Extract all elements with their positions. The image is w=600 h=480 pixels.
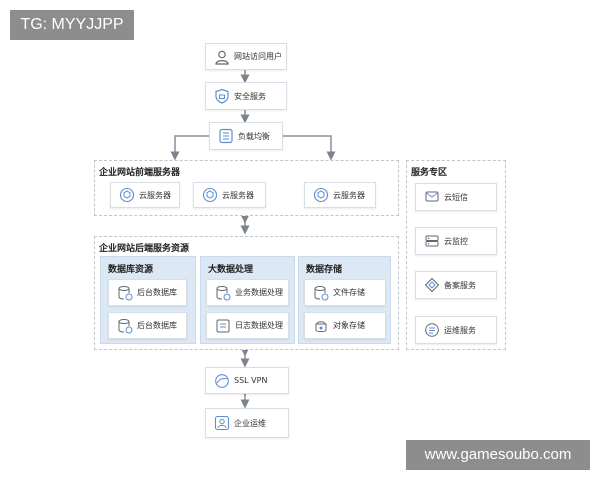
frontend-server: 云服务器 [304,182,376,208]
load-balance-node: 负载均衡 [209,122,283,150]
ops-user-icon [214,415,230,431]
database-node: 后台数据库 [108,312,187,339]
service-label: 云监控 [444,236,468,246]
ops-node: 企业运维 [205,408,289,438]
cloud-server-icon [119,187,135,203]
ops-service-icon [425,323,439,337]
security-node: 安全服务 [205,82,287,110]
service-node: 云监控 [415,227,497,255]
object-storage-icon [315,320,327,332]
storage-label: 对象存储 [333,321,365,330]
watermark-top: TG: MYYJJPP [10,10,134,40]
frontend-title: 企业网站前端服务器 [99,168,181,178]
user-label: 网站访问用户 [234,52,282,61]
cloud-server-icon [313,187,329,203]
service-node: 备案服务 [415,271,497,299]
bigdata-label: 日志数据处理 [235,321,283,330]
security-label: 安全服务 [234,91,266,101]
vpn-label: SSL VPN [234,376,268,385]
log-processing-icon [216,319,230,332]
cloud-server-icon [202,187,218,203]
frontend-server: 云服务器 [110,182,180,208]
shield-icon [215,88,229,104]
vpn-icon [215,373,229,388]
user-node: 网站访问用户 [205,43,287,70]
backend-title: 企业网站后端服务资源 [99,244,190,254]
data-processing-icon [216,285,231,300]
column-title: 数据存储 [306,265,343,275]
bigdata-label: 业务数据处理 [235,288,283,297]
storage-node: 对象存储 [304,312,386,339]
bigdata-node: 业务数据处理 [206,279,289,306]
watermark-bottom: www.gamesoubo.com [406,440,590,470]
database-icon [118,318,133,333]
service-label: 运维服务 [444,325,476,335]
service-label: 云短信 [444,192,468,202]
database-icon [118,285,133,300]
file-storage-icon [314,285,329,300]
monitor-icon [425,235,439,247]
arrow-lb-to-left [170,135,209,161]
service-node: 运维服务 [415,316,497,344]
server-label: 云服务器 [139,190,171,200]
load-balancer-icon [219,128,233,144]
vpn-node: SSL VPN [205,367,289,394]
database-label: 后台数据库 [137,321,177,330]
frontend-server: 云服务器 [193,182,266,208]
user-icon [215,50,229,65]
server-label: 云服务器 [333,190,365,200]
filing-icon [424,277,440,293]
database-label: 后台数据库 [137,288,177,297]
service-node: 云短信 [415,183,497,211]
sms-icon [425,191,439,202]
storage-label: 文件存储 [333,288,365,297]
server-label: 云服务器 [222,190,254,200]
database-node: 后台数据库 [108,279,187,306]
load-balance-label: 负载均衡 [238,131,270,141]
arrow-lb-to-right [281,135,336,161]
ops-label: 企业运维 [234,418,266,428]
bigdata-node: 日志数据处理 [206,312,289,339]
column-title: 大数据处理 [208,265,254,275]
storage-node: 文件存储 [304,279,386,306]
column-title: 数据库资源 [108,265,154,275]
services-title: 服务专区 [411,168,448,178]
service-label: 备案服务 [444,280,476,290]
